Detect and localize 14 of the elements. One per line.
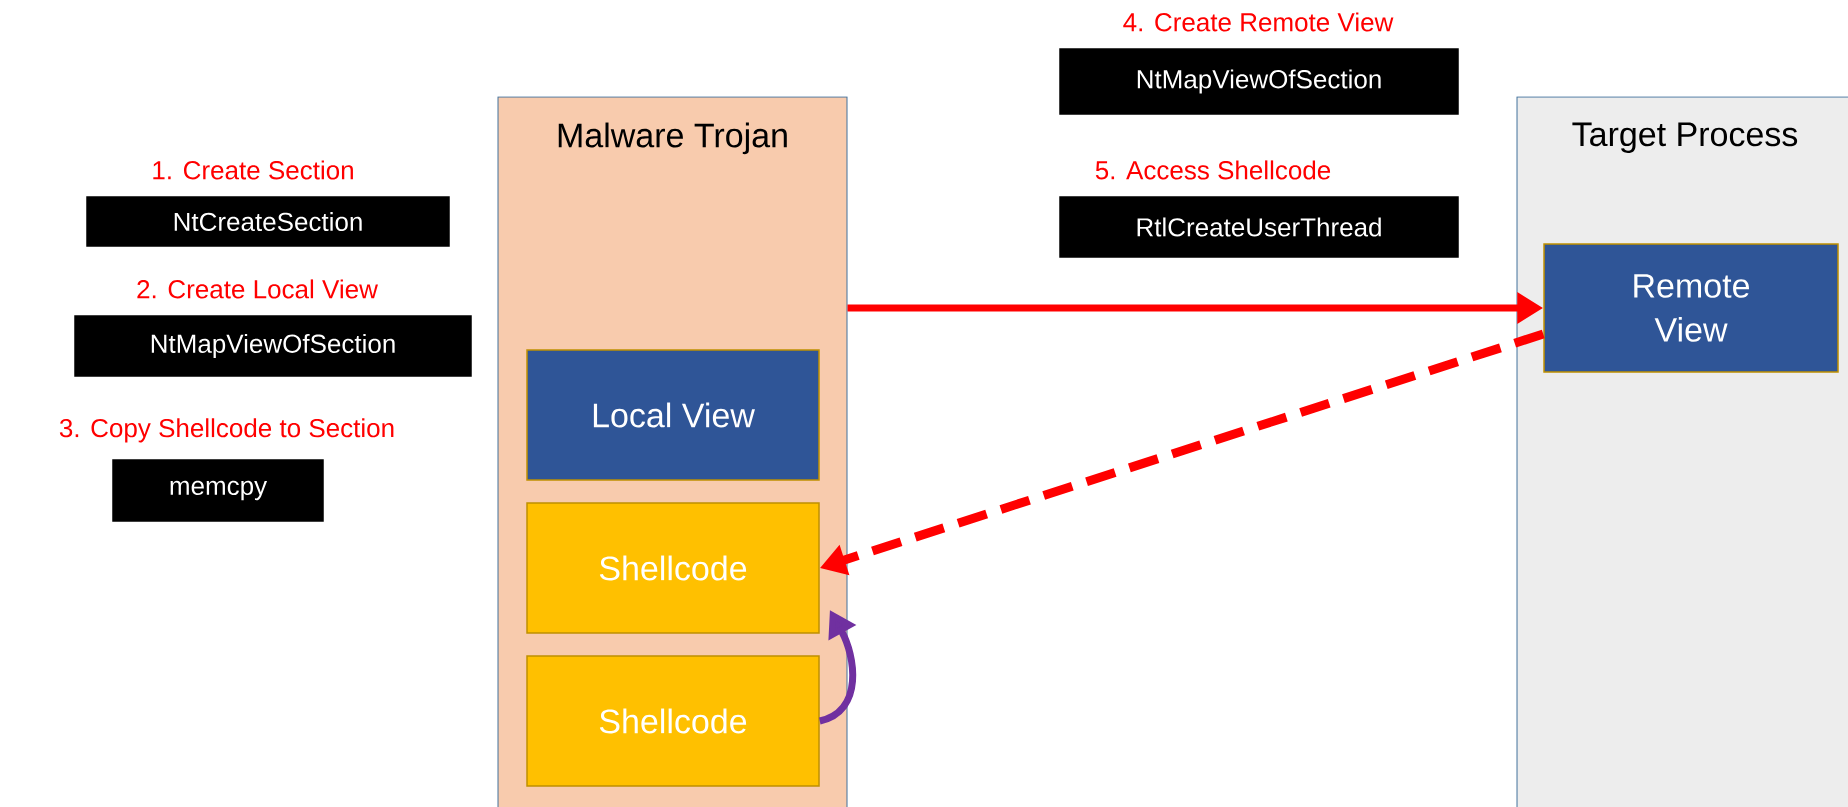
step-label: 1. Create Section [153,160,353,180]
function-box: NtMapViewOfSection [1059,48,1459,115]
function-box: memcpy [112,459,324,522]
memory-box: Remote View [1543,243,1839,373]
step-label: 4. Create Remote View [1123,12,1394,32]
function-box: RtlCreateUserThread [1059,196,1459,258]
function-box: NtMapViewOfSection [74,315,472,377]
function-box: NtCreateSection [86,196,450,247]
step-label: 5. Access Shellcode [1095,160,1331,180]
step-label: 3. Copy Shellcode to Section [59,418,394,443]
memory-box: Shellcode [526,502,820,634]
memory-box: Shellcode [526,655,820,787]
step-label: 2. Create Local View [137,279,378,299]
memory-box: Local View [526,349,820,481]
